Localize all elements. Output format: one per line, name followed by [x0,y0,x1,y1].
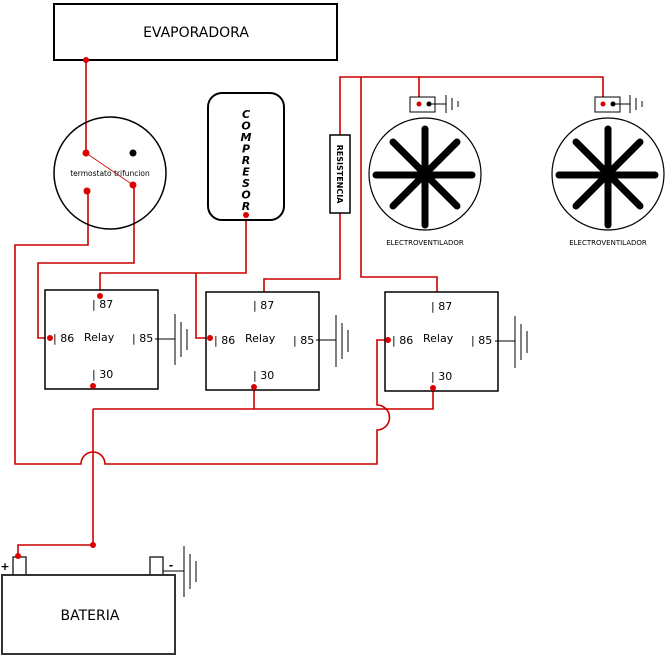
thermostat-label: termostato trifuncion [70,169,150,178]
relay-2-pin-85: | 85 [293,334,314,347]
relay-3-pin-30: | 30 [431,370,452,383]
thermostat-internal-link [85,152,134,186]
relay-1-pin-86: | 86 [53,332,74,345]
evaporator: EVAPORADORA [53,3,338,63]
wires [14,60,604,556]
relay-1-label: Relay [84,331,115,344]
relay-2-pin-30: | 30 [253,369,274,382]
ground-icon [445,95,459,113]
wire-thermostat-to-relay1-86 [37,185,135,339]
ground-icon [629,95,643,113]
wire-compressor-to-relays [99,215,247,296]
evaporator-terminal [83,57,89,63]
battery-label: BATERIA [61,608,120,624]
wire-battery-positive [17,544,93,556]
thermostat: termostato trifuncion [53,116,167,230]
thermostat-terminal-3 [83,187,91,195]
relay-1-pin-85: | 85 [132,332,153,345]
fan-2: ELECTROVENTILADOR [551,95,665,247]
fan-blades-icon [372,125,476,229]
ground-icon [174,314,188,365]
relay-3-pin-86: | 86 [392,334,413,347]
relay-3-pin-85: | 85 [471,334,492,347]
relay-1: | 87 | 86 Relay | 85 | 30 [44,289,188,390]
thermostat-terminal-4 [129,181,137,189]
ground-icon [335,315,349,367]
thermostat-terminal-2 [129,149,137,157]
battery: BATERIA + - [0,542,197,655]
ground-icon [183,546,197,597]
ground-icon [514,316,528,368]
fan-1: ELECTROVENTILADOR [368,95,482,247]
relay-2: | 87 | 86 Relay | 85 | 30 [205,291,349,391]
wire-relay3-30 [256,388,434,410]
battery-positive-terminal [12,556,27,576]
battery-negative-sign: - [169,559,174,572]
wire-relay2-87-resistor [263,212,341,292]
fan-2-label: ELECTROVENTILADOR [569,239,647,247]
relay-3-label: Relay [423,332,454,345]
relay-2-pin-86: | 86 [214,334,235,347]
relay-3: | 87 | 86 Relay | 85 | 30 [384,291,528,392]
relay-3-pin-87: | 87 [431,300,452,313]
fan-1-positive-terminal [416,101,422,107]
relay-2-label: Relay [245,332,276,345]
battery-positive-sign: + [0,560,9,573]
relay-2-pin-87: | 87 [253,299,274,312]
wire-relay3-87-to-fans [360,77,438,292]
compressor-terminal [243,212,249,218]
fan-blades-icon [555,125,659,229]
resistor: RESISTENCIA [329,134,351,214]
battery-negative-terminal [149,556,164,576]
fan-2-positive-terminal [600,101,606,107]
relay-1-pin-87: | 87 [92,298,113,311]
thermostat-terminal-1 [82,149,90,157]
relay-1-pin-30: | 30 [92,368,113,381]
evaporator-label: EVAPORADORA [143,25,249,41]
resistor-label: RESISTENCIA [335,145,344,205]
fan-1-label: ELECTROVENTILADOR [386,239,464,247]
wire-resistor-to-fans [339,76,604,135]
